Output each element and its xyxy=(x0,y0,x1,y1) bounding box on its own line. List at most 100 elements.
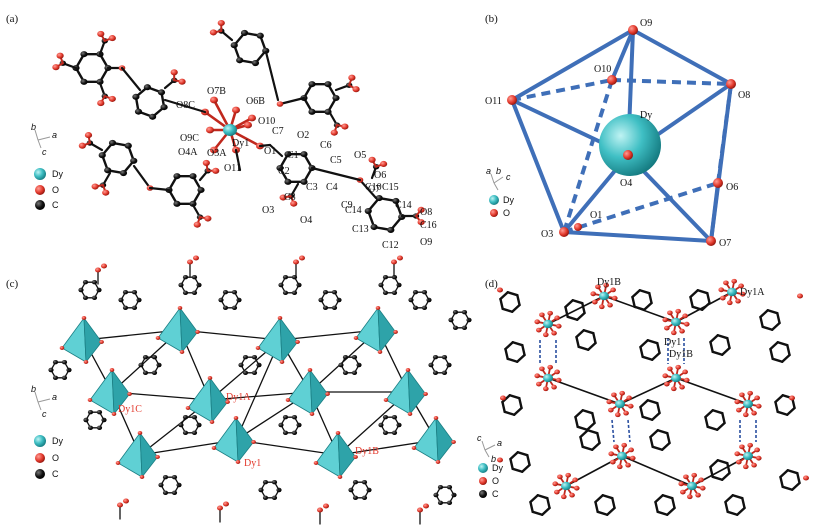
lbl-O11: O11 xyxy=(485,96,502,107)
panel-d-labels: Dy1B Dy1A Dy1 Dy1B xyxy=(597,277,765,360)
panel-a-tag: (a) xyxy=(6,13,19,25)
atom-label: C12 xyxy=(382,240,399,251)
legend-d-dy: Dy xyxy=(492,463,503,473)
axis-a-c: a xyxy=(52,392,57,402)
lbl-d-Dy1: Dy1 xyxy=(664,337,681,348)
panel-c-axes: b a c xyxy=(31,384,57,419)
panel-a-axes: b a c xyxy=(31,122,57,157)
axis-b-c: b xyxy=(31,384,36,394)
axis-c: c xyxy=(42,147,47,157)
atom-label: C3 xyxy=(306,182,318,193)
legend-d-o: O xyxy=(492,476,499,486)
atom-label: C2 xyxy=(278,166,290,177)
atom-label: O6 xyxy=(374,170,386,181)
legend-b-o: O xyxy=(503,208,510,218)
legend-c-c: C xyxy=(52,469,59,479)
atom-label: O8 xyxy=(420,207,432,218)
panel-b: (b) xyxy=(485,13,750,249)
panel-b-tag: (b) xyxy=(485,13,498,25)
polyhedron-back-edges xyxy=(511,78,733,234)
atom-label: O1 xyxy=(264,146,276,157)
atom-label: C16 xyxy=(420,220,437,231)
axis-c-c: c xyxy=(42,409,47,419)
panel-d-network xyxy=(497,278,809,516)
panel-d-axes: c a b xyxy=(477,433,502,464)
polyhedron-vertices xyxy=(507,25,736,246)
atom-label: C14 xyxy=(395,200,412,211)
atom-label: C7 xyxy=(272,126,284,137)
lbl-c-Dy1B: Dy1B xyxy=(355,446,379,457)
axis-c-d: c xyxy=(477,433,482,443)
atom-label: O9 xyxy=(420,237,432,248)
lbl-d-Dy1A: Dy1A xyxy=(740,287,765,298)
panel-b-axes: a b c xyxy=(486,166,511,191)
axis-c-b: c xyxy=(506,172,511,182)
atom-label: O9C xyxy=(180,133,199,144)
atom-label: C10 xyxy=(365,182,382,193)
atom-label: C13 xyxy=(352,224,369,235)
panel-c-tag: (c) xyxy=(6,278,19,290)
atom-label: O8C xyxy=(176,100,195,111)
axis-a-b: a xyxy=(486,166,491,176)
panel-d: (d) Dy1B Dy1A Dy1 Dy1B c a b Dy O C xyxy=(477,277,809,516)
legend-c-swatch xyxy=(35,200,45,210)
panel-c-network xyxy=(48,255,472,525)
legend-d-c: C xyxy=(492,489,499,499)
dy-center-atom xyxy=(599,114,661,176)
atom-label: C8 xyxy=(284,192,296,203)
panel-b-atom-labels: O9 O10 O8 O11 Dy O4 O6 O1 O3 O7 xyxy=(485,18,750,249)
lbl-c-Dy1A: Dy1A xyxy=(226,392,251,403)
legend-dy-swatch xyxy=(34,168,46,180)
legend-dy: Dy xyxy=(52,169,63,179)
atom-label: O3A xyxy=(207,148,227,159)
atom-label: C6 xyxy=(320,140,332,151)
lbl-Dy: Dy xyxy=(640,110,652,121)
panel-b-legend: Dy O xyxy=(489,195,514,218)
atom-label: C14 xyxy=(345,205,362,216)
axis-a-d: a xyxy=(497,438,502,448)
atom-label: O5 xyxy=(354,150,366,161)
lbl-d-Dy1B: Dy1B xyxy=(669,349,693,360)
axis-b-b: b xyxy=(496,166,501,176)
panel-c-legend: Dy O C xyxy=(34,435,63,479)
legend-c-o: O xyxy=(52,453,59,463)
lbl-O3: O3 xyxy=(541,229,553,240)
panel-d-tag: (d) xyxy=(485,278,498,290)
atom-label: O2 xyxy=(297,130,309,141)
lbl-c-Dy1C: Dy1C xyxy=(118,404,142,415)
lbl-d-Dy1B-top: Dy1B xyxy=(597,277,621,288)
legend-b-dy: Dy xyxy=(503,195,514,205)
legend-c: C xyxy=(52,200,59,210)
legend-o: O xyxy=(52,185,59,195)
panel-a-molecule xyxy=(52,19,425,234)
atom-label: C5 xyxy=(330,155,342,166)
legend-c-dy: Dy xyxy=(52,436,63,446)
atom-label: O6B xyxy=(246,96,265,107)
lbl-O4: O4 xyxy=(620,178,632,189)
atom-label: O10 xyxy=(258,116,275,127)
atom-label: O3 xyxy=(262,205,274,216)
atom-label: C9 xyxy=(341,200,353,211)
lbl-O6: O6 xyxy=(726,182,738,193)
atom-label: O7 xyxy=(368,184,380,195)
lbl-O10: O10 xyxy=(594,64,611,75)
lbl-O8: O8 xyxy=(738,90,750,101)
atom-label: C1 xyxy=(287,150,299,161)
atom-label: Dy1 xyxy=(232,138,249,149)
panel-a-legend: Dy O C xyxy=(34,168,63,210)
atom-label: C4 xyxy=(326,182,338,193)
lbl-O7: O7 xyxy=(719,238,731,249)
axis-b-d: b xyxy=(491,454,496,464)
atom-label: C15 xyxy=(382,182,399,193)
panel-c: (c) Dy1A Dy1C Dy1 Dy1B b a c Dy O C xyxy=(6,255,472,525)
atom-label: O4 xyxy=(300,215,312,226)
atom-label: O11 xyxy=(224,163,241,174)
panel-d-legend: Dy O C xyxy=(478,463,503,499)
lbl-c-Dy1: Dy1 xyxy=(244,458,261,469)
panel-c-labels: Dy1A Dy1C Dy1 Dy1B xyxy=(118,392,379,469)
axis-b: b xyxy=(31,122,36,132)
lbl-O9: O9 xyxy=(640,18,652,29)
atom-label: O4A xyxy=(178,147,198,158)
